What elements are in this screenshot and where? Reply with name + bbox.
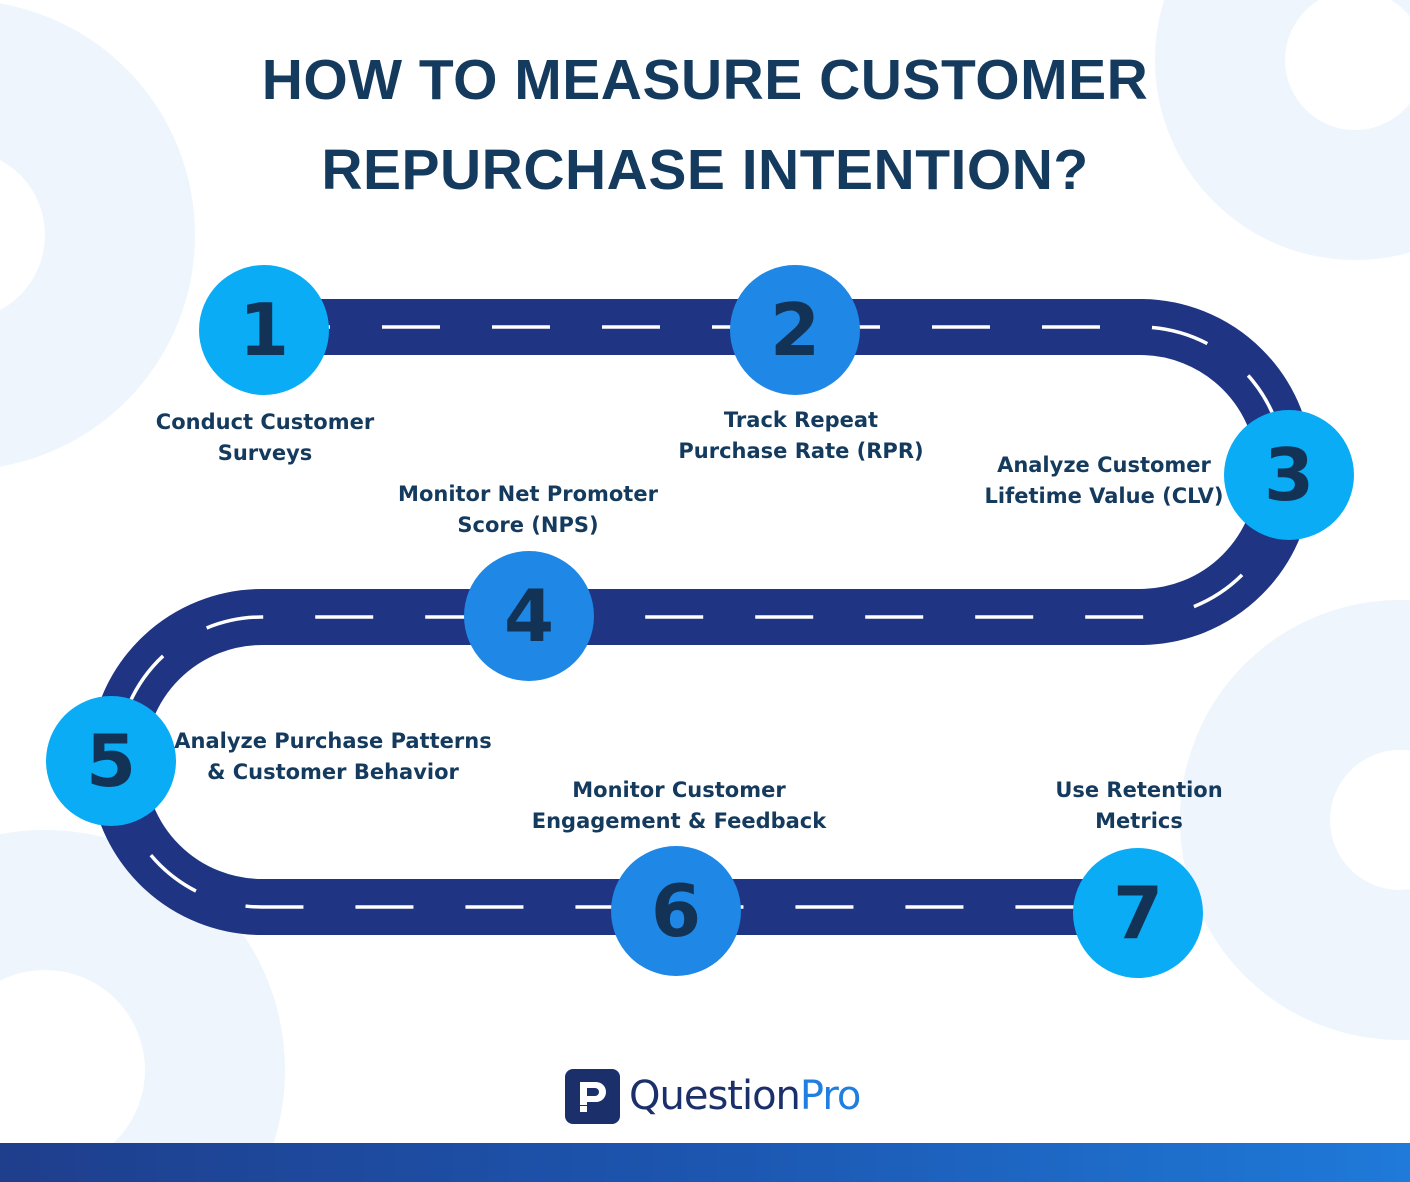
bg-ring-top-left — [0, 3, 195, 467]
step-6-circle: 6 — [611, 846, 741, 976]
road-lane-markings — [115, 325, 1287, 909]
step-1-label-line-1: Conduct Customer — [155, 410, 375, 434]
step-4-label-line-1: Monitor Net Promoter — [398, 482, 658, 506]
step-2-circle: 2 — [730, 265, 860, 395]
step-7-label: Use Retention Metrics — [979, 775, 1299, 837]
step-6-label: Monitor Customer Engagement & Feedback — [519, 775, 839, 837]
step-1-label: Conduct Customer Surveys — [105, 407, 425, 469]
p-glyph-icon — [580, 1081, 606, 1112]
bottom-bar — [0, 1143, 1410, 1182]
step-1-label-line-2: Surveys — [217, 441, 313, 465]
step-7-circle: 7 — [1073, 848, 1203, 978]
step-3-label-line-1: Analyze Customer — [997, 453, 1211, 477]
step-6-label-line-2: Engagement & Feedback — [531, 809, 827, 833]
brand-name-part-1: Question — [629, 1073, 801, 1119]
brand-name: QuestionPro — [629, 1073, 861, 1119]
questionpro-logo: QuestionPro — [565, 1068, 861, 1124]
bg-ring-right — [1180, 600, 1410, 1040]
brand-name-part-2: Pro — [799, 1073, 861, 1119]
bg-ring-bottom-left — [0, 830, 285, 1182]
step-3-circle: 3 — [1224, 410, 1354, 540]
step-1-circle: 1 — [199, 265, 329, 395]
step-6-label-line-1: Monitor Customer — [572, 778, 786, 802]
step-2-label-line-1: Track Repeat — [723, 408, 879, 432]
step-5-label-line-2: & Customer Behavior — [207, 760, 459, 784]
step-2-label: Track Repeat Purchase Rate (RPR) — [641, 405, 961, 467]
step-5-label: Analyze Purchase Patterns & Customer Beh… — [173, 726, 493, 788]
questionpro-p-icon — [565, 1068, 620, 1124]
step-5-label-line-1: Analyze Purchase Patterns — [174, 729, 492, 753]
step-5-circle: 5 — [46, 696, 176, 826]
step-7-label-line-1: Use Retention — [1055, 778, 1223, 802]
page-title-line-1: HOW TO MEASURE CUSTOMER — [261, 48, 1149, 112]
step-4-circle: 4 — [464, 551, 594, 681]
step-4-label-line-2: Score (NPS) — [457, 513, 599, 537]
page-title-line-2: REPURCHASE INTENTION? — [321, 138, 1089, 202]
step-3-label: Analyze Customer Lifetime Value (CLV) — [944, 450, 1264, 512]
step-7-label-line-2: Metrics — [1095, 809, 1183, 833]
step-3-label-line-2: Lifetime Value (CLV) — [984, 484, 1224, 508]
bg-ring-top-right — [1155, 0, 1410, 260]
step-2-label-line-2: Purchase Rate (RPR) — [678, 439, 924, 463]
step-4-label: Monitor Net Promoter Score (NPS) — [368, 479, 688, 541]
